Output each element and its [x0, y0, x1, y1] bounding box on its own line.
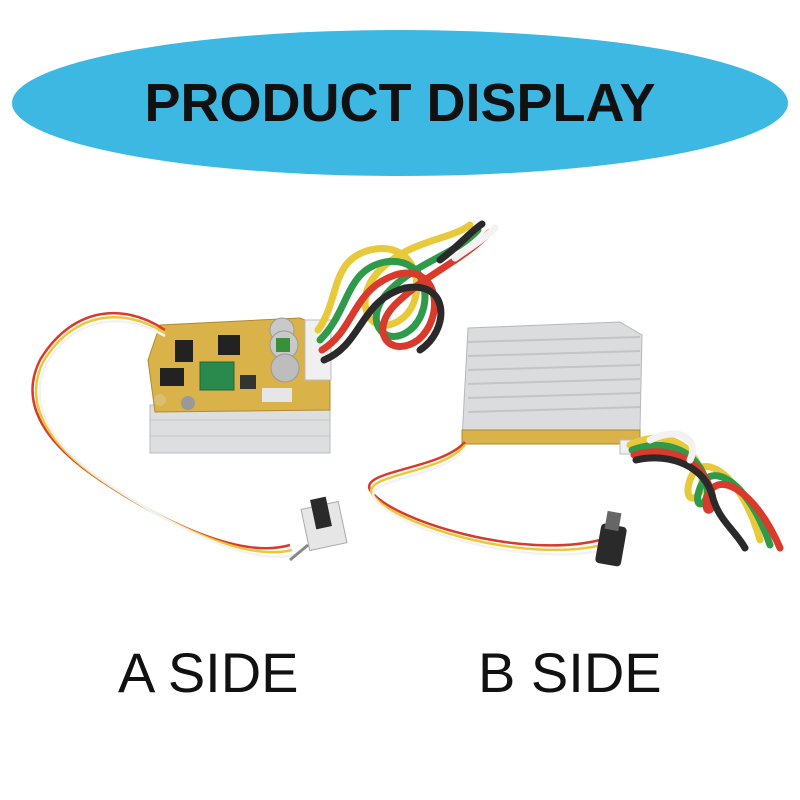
banner-ellipse [12, 30, 788, 176]
b-side-pot-wires [368, 441, 605, 556]
a-side-pot-wires [31, 311, 295, 558]
banner-title: PRODUCT DISPLAY [144, 73, 656, 133]
b-side-label: B SIDE [478, 641, 662, 704]
a-side-potentiometer [289, 496, 348, 562]
title-banner: PRODUCT DISPLAY [12, 30, 788, 176]
a-side-phase-wires [314, 220, 499, 364]
b-side-potentiometer [595, 510, 627, 567]
b-side-controller [461, 321, 643, 455]
a-side-label: A SIDE [118, 641, 299, 704]
a-side-controller [147, 317, 332, 454]
product-photo [31, 220, 784, 567]
b-side-phase-wires [626, 430, 784, 552]
